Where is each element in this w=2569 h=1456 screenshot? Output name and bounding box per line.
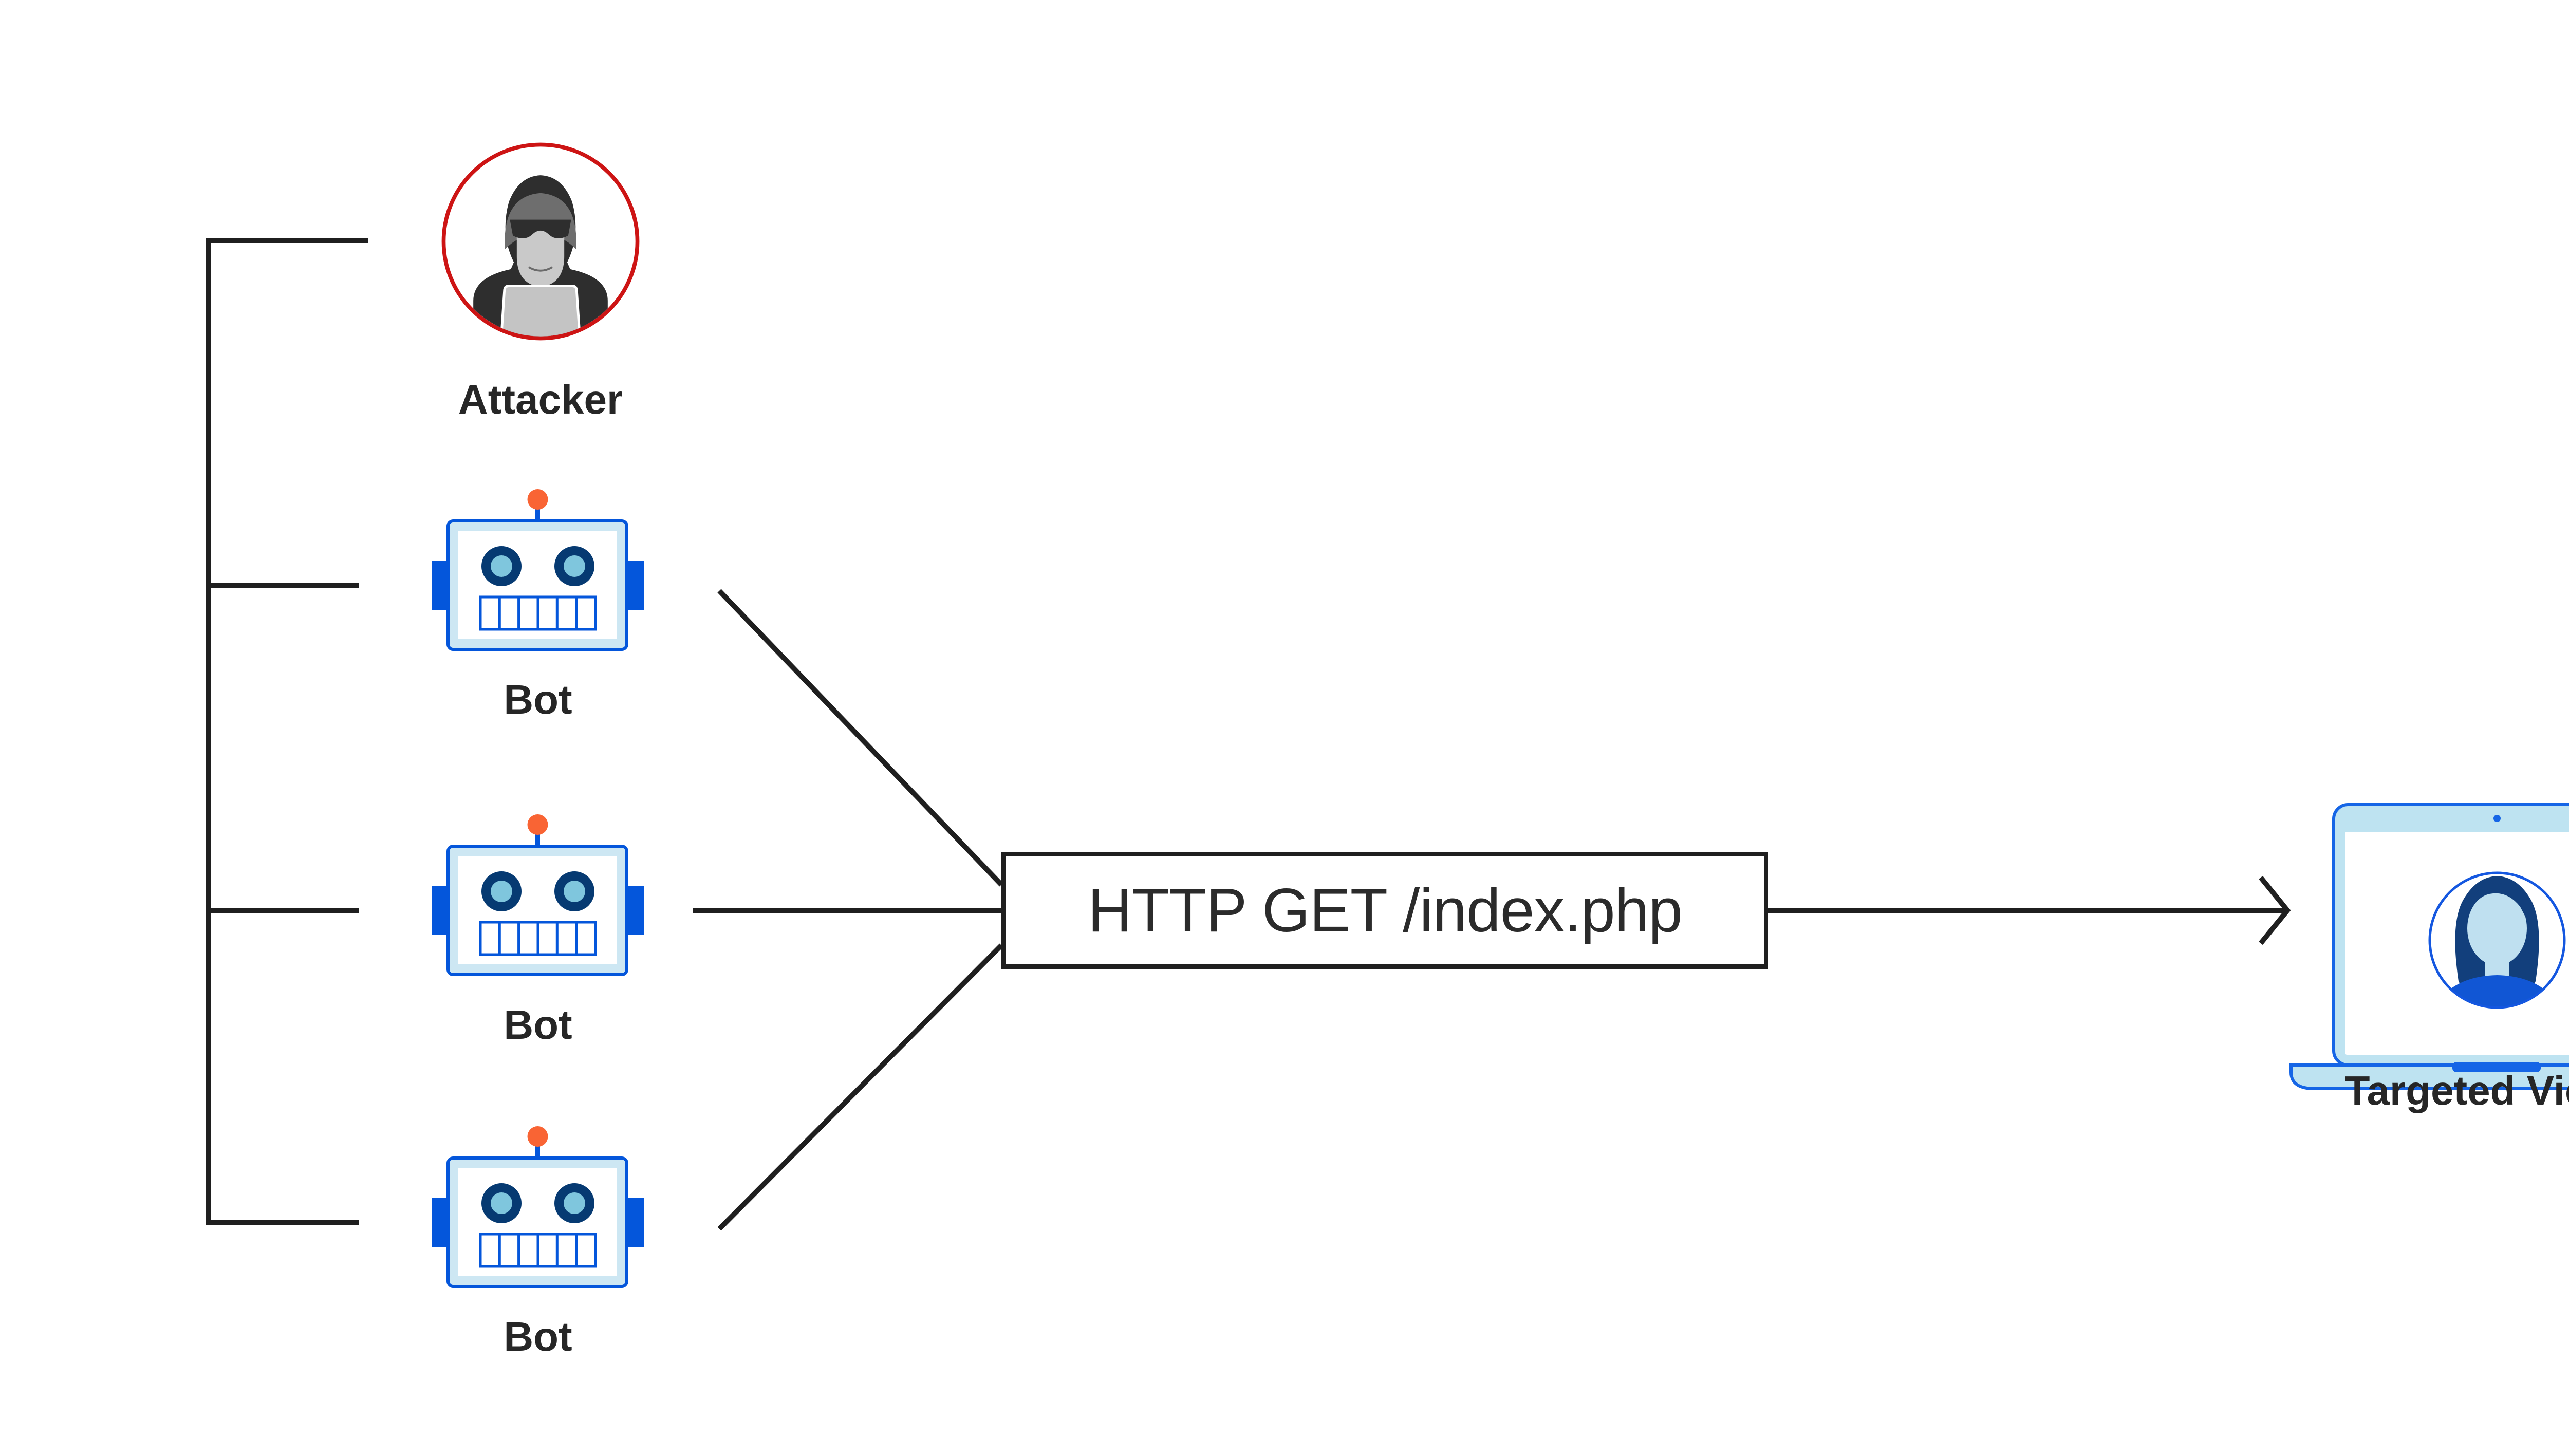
bot-3-robot-icon xyxy=(432,1126,644,1288)
robot-mouth-grid xyxy=(479,595,597,631)
http-request-label: HTTP GET /index.php xyxy=(1087,876,1683,945)
bot-1-to-box-line xyxy=(717,589,1003,887)
laptop-user-icon xyxy=(2289,803,2569,1090)
victim-label: Targeted Victim xyxy=(2344,1068,2569,1113)
robot-antenna-stem xyxy=(535,498,540,522)
hooded-hacker-icon xyxy=(473,175,608,337)
robot-antenna-ball xyxy=(527,1126,548,1147)
attacker-icon xyxy=(441,142,640,341)
http-request-box: HTTP GET /index.php xyxy=(1001,852,1768,969)
robot-antenna-ball xyxy=(527,489,548,510)
laptop-webcam-dot xyxy=(2493,815,2501,822)
victim-avatar xyxy=(2433,876,2561,1006)
robot-mouth-grid xyxy=(479,921,597,956)
bot-1-label: Bot xyxy=(504,677,572,722)
arrow-head-icon xyxy=(2259,875,2291,945)
bot-3-to-box-line xyxy=(717,943,1003,1231)
bot-2-label: Bot xyxy=(504,1002,572,1048)
bot-2-robot-icon xyxy=(432,814,644,976)
bot-1-robot-icon xyxy=(432,489,644,651)
laptop-hinge-notch xyxy=(2452,1062,2541,1072)
robot-mouth-grid xyxy=(479,1233,597,1268)
robot-antenna-ball xyxy=(527,814,548,835)
robot-antenna-stem xyxy=(535,824,540,847)
bot-3-label: Bot xyxy=(504,1314,572,1359)
attacker-label: Attacker xyxy=(458,377,623,422)
robot-antenna-stem xyxy=(535,1135,540,1159)
